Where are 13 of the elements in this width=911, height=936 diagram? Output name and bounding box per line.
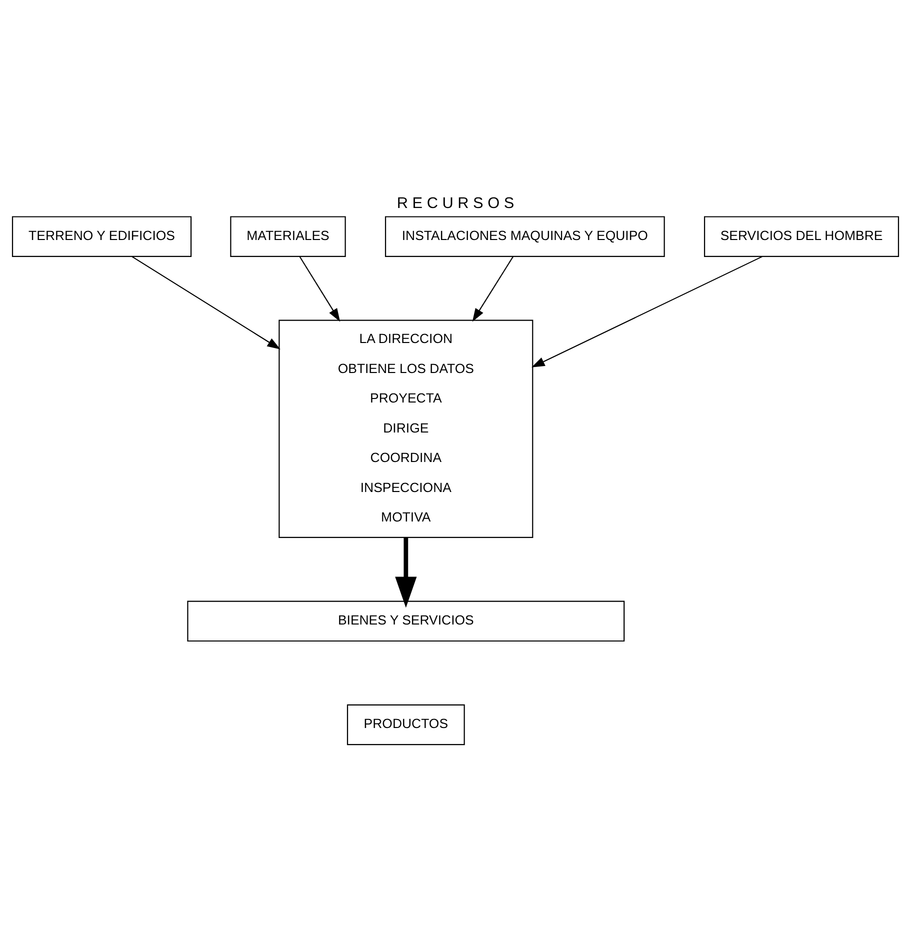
diagram-title: R E C U R S O S: [396, 195, 514, 212]
node-box: TERRENO Y EDIFICIOS: [12, 216, 192, 257]
node-box: LA DIRECCION OBTIENE LOS DATOS PROYECTA DIRIGE COORDINA INSPECCIONA MOTIVA: [278, 320, 534, 538]
arrow: [299, 256, 340, 322]
node-box: MATERIALES: [230, 216, 346, 257]
arrow: [395, 538, 417, 608]
node-box: INSTALACIONES MAQUINAS Y EQUIPO: [384, 216, 665, 257]
arrow: [131, 256, 280, 350]
arrow: [472, 256, 514, 322]
node-box: SERVICIOS DEL HOMBRE: [704, 216, 900, 257]
node-box: PRODUCTOS: [346, 704, 465, 746]
arrow: [532, 256, 763, 368]
node-box: BIENES Y SERVICIOS: [187, 600, 625, 642]
